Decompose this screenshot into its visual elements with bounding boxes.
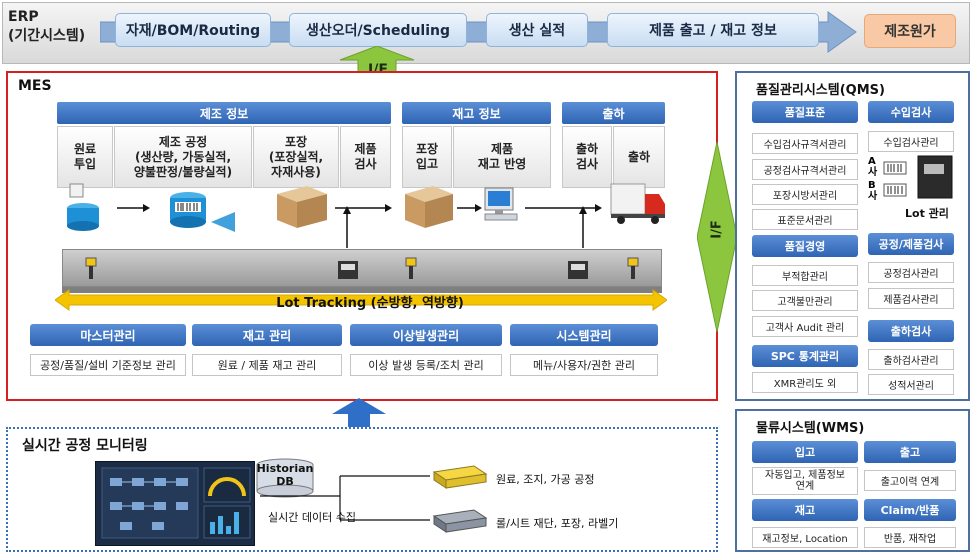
module-anomaly-head[interactable]: 이상발생관리 xyxy=(350,324,502,346)
wms-stock-body: 재고정보, Location xyxy=(752,527,858,548)
label-printer-icon-2 xyxy=(568,261,588,279)
module-system-head[interactable]: 시스템관리 xyxy=(510,324,658,346)
group-shipping: 출하 xyxy=(562,102,665,124)
lot-printer-illustration xyxy=(883,155,953,199)
qms-standard-head[interactable]: 품질표준 xyxy=(752,101,858,123)
module-stock-head[interactable]: 재고 관리 xyxy=(192,324,342,346)
historian-db-label: Historian DB xyxy=(255,462,315,488)
qms-process-item: 공정검사관리 xyxy=(868,262,954,283)
monitoring-up-arrow xyxy=(332,398,386,430)
qms-incoming-item: 수입검사관리 xyxy=(868,131,954,152)
module-system-body: 메뉴/사용자/권한 관리 xyxy=(510,354,658,376)
qms-spc-item: XMR관리도 외 xyxy=(752,372,858,393)
wms-outbound-body: 출고이력 연계 xyxy=(864,470,956,491)
monitoring-screen xyxy=(95,461,255,546)
qms-shipping-head[interactable]: 출하검사 xyxy=(868,320,954,342)
wms-inbound-head[interactable]: 입고 xyxy=(752,441,858,463)
cell-process: 제조 공정 (생산량, 가동실적, 양불판정/불량실적) xyxy=(114,126,252,188)
lot-tracking-arrow xyxy=(55,289,667,311)
module-master-body: 공정/품질/설비 기준정보 관리 xyxy=(30,354,186,376)
db-label-line1: Historian xyxy=(256,462,314,475)
raw-material-icon xyxy=(67,183,99,231)
wms-inbound-body: 자동입고, 제품정보 연계 xyxy=(752,467,858,495)
cell-product-inspect: 제품 검사 xyxy=(340,126,391,188)
process-flow-illustration xyxy=(67,183,665,248)
collect-label: 실시간 데이터 수집 xyxy=(268,511,356,524)
scanner-icon-1 xyxy=(85,257,97,279)
cell-ship: 출하 xyxy=(613,126,665,188)
conveyor-devices xyxy=(85,257,639,279)
qms-shipping-item: 출하검사관리 xyxy=(868,349,954,370)
qms-process-item: 제품검사관리 xyxy=(868,288,954,309)
erp-title-line2: (기간시스템) xyxy=(8,28,86,44)
wms-stock-head[interactable]: 재고 xyxy=(752,499,858,521)
if-side-arrow xyxy=(697,142,737,332)
scanner-icon-3 xyxy=(627,257,639,279)
db-label-line2: DB xyxy=(276,475,294,488)
qms-management-head[interactable]: 품질경영 xyxy=(752,235,858,257)
monitoring-title: 실시간 공정 모니터링 xyxy=(22,438,148,454)
erp-cost-box[interactable]: 제조원가 xyxy=(864,14,956,48)
supplier-b-label: B 사 xyxy=(868,180,878,202)
historian-db-icon xyxy=(256,458,314,498)
group-manufacturing: 제조 정보 xyxy=(57,102,391,124)
qms-standard-item: 포장시방서관리 xyxy=(752,184,858,205)
qms-incoming-head[interactable]: 수입검사 xyxy=(868,101,954,123)
lot-manage-label: Lot 관리 xyxy=(905,207,949,220)
monitoring-dashboard-graphic xyxy=(101,467,251,539)
qms-title: 품질관리시스템(QMS) xyxy=(756,83,885,98)
qms-shipping-item: 성적서관리 xyxy=(868,374,954,395)
scanner-icon-2 xyxy=(405,257,417,279)
truck-icon xyxy=(610,183,665,224)
erp-step-stock[interactable]: 제품 출고 / 재고 정보 xyxy=(607,13,819,47)
module-master-head[interactable]: 마스터관리 xyxy=(30,324,186,346)
erp-step-order[interactable]: 생산오더/Scheduling xyxy=(289,13,467,47)
wms-claim-head[interactable]: Claim/반품 xyxy=(864,499,956,521)
qms-management-item: 고객사 Audit 관리 xyxy=(752,316,858,337)
target-label-2: 롤/시트 재단, 포장, 라벨기 xyxy=(496,517,619,530)
conveyor-side xyxy=(62,287,662,293)
erp-step-result[interactable]: 생산 실적 xyxy=(486,13,588,47)
computer-icon xyxy=(484,187,518,221)
data-collection-lines xyxy=(260,475,430,521)
mes-title: MES xyxy=(18,78,52,94)
erp-title: ERP (기간시스템) xyxy=(8,8,85,46)
qms-management-item: 부적합관리 xyxy=(752,265,858,286)
supplier-a-label: A 사 xyxy=(868,156,878,178)
barcode-drum-icon xyxy=(170,192,206,228)
qms-standard-item: 표준문서관리 xyxy=(752,209,858,230)
erp-title-line1: ERP xyxy=(8,9,39,25)
network-switch-icon-2 xyxy=(432,509,488,533)
qms-spc-head[interactable]: SPC 통계관리 xyxy=(752,345,858,367)
module-anomaly-body: 이상 발생 등록/조치 관리 xyxy=(350,354,502,376)
cell-ship-inspect: 출하 검사 xyxy=(562,126,612,188)
packing-box-icon xyxy=(277,186,327,228)
erp-step-bom[interactable]: 자재/BOM/Routing xyxy=(115,13,271,47)
conveyor-belt xyxy=(62,249,662,287)
network-switch-icon-1 xyxy=(432,465,488,489)
cell-pack-in: 포장 입고 xyxy=(402,126,452,188)
module-stock-body: 원료 / 제품 재고 관리 xyxy=(192,354,342,376)
qms-standard-item: 공정검사규격서관리 xyxy=(752,159,858,180)
label-printer-icon-1 xyxy=(338,261,358,279)
qms-standard-item: 수입검사규격서관리 xyxy=(752,133,858,154)
lot-tracking-label: Lot Tracking (순방향, 역방향) xyxy=(276,296,464,311)
warehouse-box-icon xyxy=(405,186,453,228)
wms-outbound-head[interactable]: 출고 xyxy=(864,441,956,463)
if-side-label: I/F xyxy=(709,220,725,239)
cell-packing: 포장 (포장실적, 자재사용) xyxy=(253,126,339,188)
qms-management-item: 고객불만관리 xyxy=(752,290,858,311)
cell-raw-input: 원료 투입 xyxy=(57,126,113,188)
wms-title: 물류시스템(WMS) xyxy=(756,421,865,436)
qms-process-head[interactable]: 공정/제품검사 xyxy=(868,233,954,255)
wms-claim-body: 반품, 재작업 xyxy=(864,527,956,548)
target-label-1: 원료, 조지, 가공 공정 xyxy=(496,473,595,486)
group-inventory: 재고 정보 xyxy=(402,102,551,124)
